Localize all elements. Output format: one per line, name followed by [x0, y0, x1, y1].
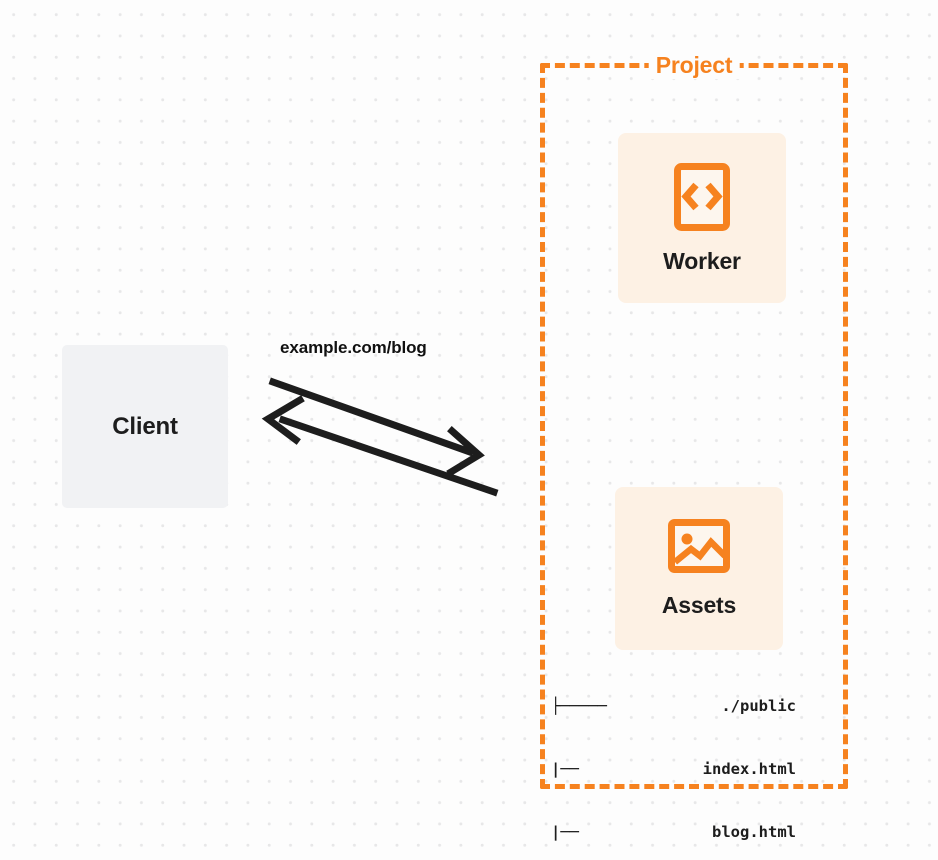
connection-url-label: example.com/blog [280, 338, 427, 357]
tree-row: |── blog.html [551, 822, 796, 843]
inbound-arrow-icon [261, 395, 499, 497]
tree-row: |── index.html [551, 759, 796, 780]
code-file-icon [674, 162, 730, 231]
outbound-arrow-icon [268, 377, 485, 477]
project-title: Project [648, 52, 740, 79]
tree-branch-glyph: |── [551, 823, 579, 841]
tree-item-name: ./public [721, 697, 796, 715]
assets-label: Assets [661, 592, 737, 618]
worker-label: Worker [663, 247, 741, 274]
tree-branch-glyph: |── [551, 760, 579, 778]
asset-file-tree: ├───── ./public |── index.html |── blog.… [551, 654, 796, 860]
tree-row: ├───── ./public [551, 696, 796, 717]
client-node: Client [62, 345, 228, 508]
image-icon [668, 519, 730, 573]
worker-node[interactable]: Worker [618, 133, 786, 303]
tree-item-name: blog.html [712, 823, 796, 841]
project-container: Project Worker Assets ├───── ./public [540, 52, 848, 841]
tree-branch-glyph: ├───── [551, 697, 607, 715]
tree-item-name: index.html [702, 760, 796, 778]
client-label: Client [112, 412, 178, 440]
assets-node[interactable]: Assets [615, 487, 783, 650]
